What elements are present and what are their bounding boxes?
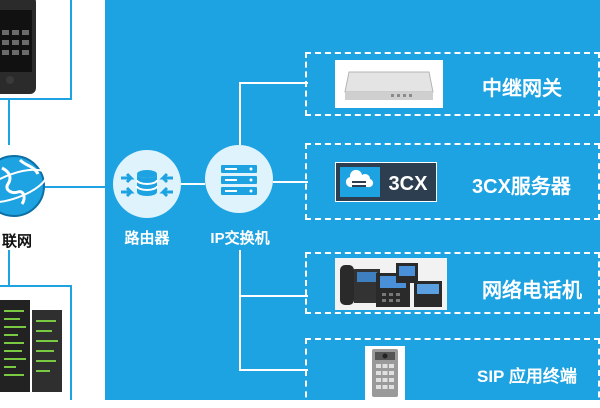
mobile-phone-frame <box>0 0 72 100</box>
server-box: 3CX 3CX服务器 <box>305 143 600 220</box>
router-to-switch-line <box>181 183 205 185</box>
server-image: 3CX <box>335 162 437 202</box>
phones-box: 网络电话机 <box>305 252 600 314</box>
mobile-phone-icon <box>0 0 36 94</box>
door-intercom-icon <box>372 349 398 397</box>
switch-label: IP交换机 <box>210 230 270 247</box>
switch-icon <box>205 145 273 213</box>
phones-image <box>335 258 447 310</box>
server-logo-text: 3CX <box>389 173 429 195</box>
trunk-to-sip-line <box>239 369 308 371</box>
gateway-image <box>335 60 443 108</box>
monitor-frame <box>0 285 72 400</box>
router-label: 路由器 <box>124 230 170 247</box>
globe-icon <box>0 155 46 217</box>
switch-to-server-line <box>273 181 308 183</box>
gateway-label: 中继网关 <box>482 78 562 100</box>
sip-terminal-box: SIP 应用终端 <box>305 338 600 408</box>
trunk-vertical-bottom <box>239 250 241 370</box>
monitor-screen-icon <box>0 300 62 392</box>
phones-label: 网络电话机 <box>482 280 582 302</box>
trunk-to-gateway-line <box>239 82 308 84</box>
sip-terminal-image <box>365 346 405 400</box>
sip-terminal-label: SIP 应用终端 <box>477 367 577 386</box>
internet-to-router-line <box>44 186 105 188</box>
left-connector-top <box>8 100 10 145</box>
server-label: 3CX服务器 <box>472 176 571 198</box>
router-icon <box>113 150 181 218</box>
gateway-box: 中继网关 <box>305 52 600 116</box>
gateway-icon <box>344 71 434 100</box>
trunk-to-phones-line <box>239 295 308 297</box>
left-connector-bottom <box>8 250 10 285</box>
server-icon: 3CX <box>336 163 436 201</box>
ip-phone-icon <box>340 263 442 307</box>
trunk-vertical-top <box>239 82 241 145</box>
internet-label: 联网 <box>2 233 33 250</box>
